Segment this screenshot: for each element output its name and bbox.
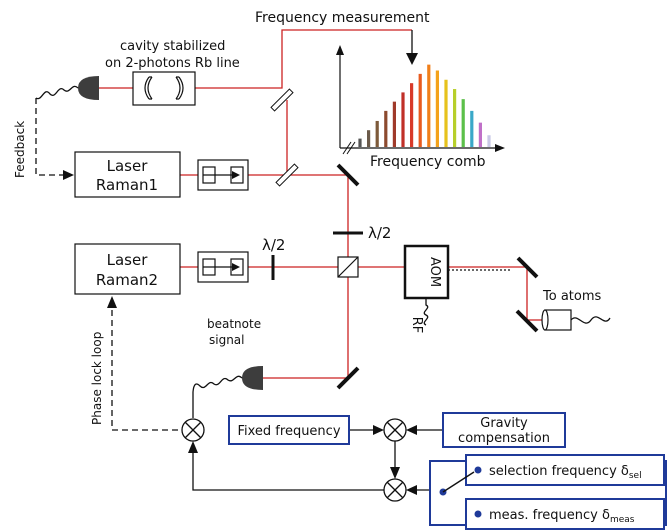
rf-cable <box>423 298 429 326</box>
laser-raman1-label-line1: Laser <box>107 157 149 175</box>
half-wave-label-1: λ/2 <box>262 236 285 254</box>
mixer-to-phaselock-wire <box>192 452 384 491</box>
output-mirror-lower <box>515 309 539 333</box>
measurement-arrowhead <box>406 53 418 65</box>
meas-frequency-label: meas. frequency δmeas <box>489 508 635 525</box>
laser-raman2-label-line1: Laser <box>107 251 149 269</box>
laser-raman2-label-line2: Raman2 <box>96 271 158 289</box>
cube-beam-splitter <box>337 256 359 278</box>
comb-x-arrowhead <box>495 144 505 152</box>
cavity-label-line1: cavity stabilized <box>120 39 225 54</box>
aom-label: AOM <box>427 257 442 287</box>
selection-frequency-subscript: sel <box>629 471 642 481</box>
measurement-beam <box>275 29 412 89</box>
fiber-collimator <box>541 309 572 331</box>
frequency-measurement-label: Frequency measurement <box>255 10 430 26</box>
phase-lock-loop-label: Phase lock loop <box>90 332 104 425</box>
steering-mirror-top <box>336 163 360 187</box>
switch-contact-selection <box>474 466 482 474</box>
fixed-frequency-box <box>228 415 350 445</box>
laser-raman1-label-line2: Raman1 <box>96 176 158 194</box>
comb-axis-break-1 <box>342 141 352 155</box>
to-atoms-label: To atoms <box>542 289 601 304</box>
rf-label: RF <box>409 317 424 334</box>
laser-raman2 <box>74 243 181 295</box>
gravity-compensation-box <box>442 412 566 448</box>
feedback-dashed-line <box>35 98 66 176</box>
frequency-comb-label: Frequency comb <box>370 154 486 170</box>
cavity-label-line2: on 2-photons Rb line <box>105 56 240 71</box>
selection-frequency-box[interactable] <box>465 454 665 486</box>
mixer-gravity <box>383 418 407 442</box>
switch-to-mixer-arrowhead <box>406 485 417 495</box>
gravity-to-mixer-arrowhead <box>406 425 417 435</box>
atoms-fiber <box>570 316 611 324</box>
feedback-label: Feedback <box>13 121 27 178</box>
meas-frequency-text: meas. frequency δ <box>489 508 610 523</box>
meas-frequency-subscript: meas <box>610 515 635 525</box>
beatnote-label-line1: beatnote <box>207 317 261 331</box>
meas-frequency-box[interactable] <box>465 498 665 530</box>
mixer-to-mixer-arrowhead <box>390 467 400 479</box>
output-mirror-upper <box>516 256 539 279</box>
fixed-frequency-label: Fixed frequency <box>237 424 340 439</box>
switch-contact-meas <box>474 510 482 518</box>
gravity-label-line2: compensation <box>458 431 550 446</box>
cavity-photodiode-cable <box>35 85 79 100</box>
aom-box <box>403 244 450 300</box>
mixer-selection <box>383 478 407 502</box>
frequency-comb-plot <box>336 45 505 155</box>
comb-teeth <box>358 64 491 147</box>
steering-mirror-bottom <box>336 366 360 390</box>
mixer-to-phaselock-arrowhead <box>188 441 198 453</box>
comb-axis-break-2 <box>346 141 356 155</box>
comb-y-arrowhead <box>336 45 344 55</box>
aom-output-beam <box>448 266 545 321</box>
gravity-label-line1: Gravity <box>480 416 528 431</box>
feedback-arrowhead <box>63 170 74 180</box>
pickoff-mirror-upper <box>270 88 294 112</box>
pickoff-mirror-lower <box>275 163 299 187</box>
beatnote-label-line2: signal <box>209 333 245 347</box>
mixer-phase-lock <box>181 418 205 442</box>
phase-lock-arrowhead <box>107 296 117 308</box>
phase-lock-dashed-line <box>111 306 178 431</box>
half-wave-label-2: λ/2 <box>368 224 391 242</box>
fixed-to-mixer-arrowhead <box>373 425 384 435</box>
cavity-photodiode <box>78 76 99 100</box>
selection-frequency-text: selection frequency δ <box>489 464 629 479</box>
switch-lever[interactable] <box>442 471 475 493</box>
laser-raman1 <box>74 151 181 198</box>
optical-isolator-1 <box>197 159 249 191</box>
beatnote-photodiode-cable <box>192 375 243 418</box>
optical-isolator-2 <box>197 251 249 283</box>
reference-cavity <box>132 71 196 106</box>
mirrors <box>270 88 539 390</box>
selection-frequency-label: selection frequency δsel <box>489 464 642 481</box>
beatnote-photodiode <box>242 366 263 390</box>
